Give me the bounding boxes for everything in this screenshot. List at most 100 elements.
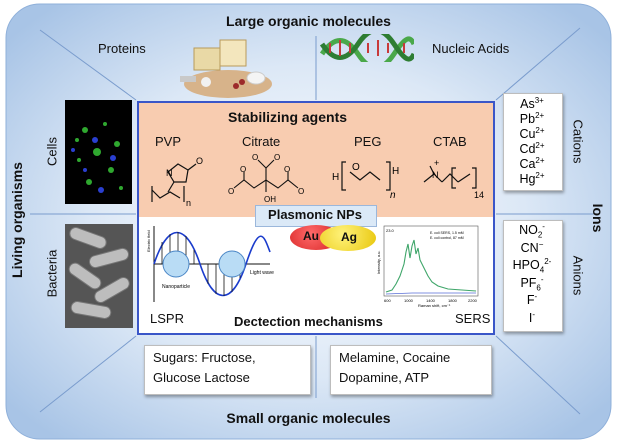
left-header: Living organisms bbox=[9, 162, 25, 278]
stabilizing-agents-panel bbox=[139, 103, 493, 217]
svg-text:O: O bbox=[196, 156, 203, 166]
pvp-structure: N O n bbox=[151, 156, 203, 208]
cations-ion-charge: 2+ bbox=[535, 156, 545, 165]
anions-ion-base: NO bbox=[519, 223, 538, 238]
ctab-structure: + N 14 bbox=[423, 158, 484, 200]
svg-text:O: O bbox=[274, 153, 280, 162]
anions-ion-charge: − bbox=[538, 239, 544, 249]
divider-top-left bbox=[39, 29, 137, 101]
sers-x-tick-0: 600 bbox=[384, 298, 391, 303]
cations-ion-base: Cu bbox=[519, 127, 536, 142]
sers-x-label: Raman shift, cm⁻¹ bbox=[418, 303, 451, 308]
divider-top-right bbox=[495, 27, 581, 101]
anions-ion-charge: - bbox=[532, 309, 536, 319]
anions-ion-subscript: 6 bbox=[536, 283, 541, 293]
divider-bottom-right bbox=[495, 335, 581, 415]
anions-ion-subscript: 4 bbox=[539, 265, 545, 275]
drugs-box bbox=[330, 345, 492, 395]
plasmonic-nps-label: Plasmonic NPs bbox=[268, 207, 362, 222]
anions-ion-2: HPO42- bbox=[503, 257, 561, 275]
cations-ion-charge: 3+ bbox=[534, 96, 544, 105]
anions-box bbox=[503, 220, 563, 332]
sers-x-tick-1: 1000 bbox=[404, 298, 414, 303]
svg-text:O: O bbox=[252, 153, 258, 162]
svg-text:O: O bbox=[228, 187, 234, 196]
anions-ion-charge: - bbox=[534, 292, 538, 301]
ag-label: Ag bbox=[341, 230, 357, 244]
sers-legend-2: E. coli control, 87 mM bbox=[430, 236, 464, 240]
bacteria-label: Bacteria bbox=[44, 249, 60, 298]
cation-list: As3+Pb2+Cu2+Cd2+Ca2+Hg2+ bbox=[503, 96, 561, 190]
svg-text:N: N bbox=[166, 168, 173, 178]
anions-ion-base: I bbox=[528, 310, 533, 325]
drugs-line-1: Melamine, Cocaine bbox=[339, 350, 451, 365]
cells-label: Cells bbox=[44, 137, 60, 166]
anions-label: Anions bbox=[570, 255, 586, 296]
proteins-food-image bbox=[180, 39, 272, 98]
sers-x-tick-2: 1400 bbox=[426, 298, 436, 303]
agent-ctab-label: CTAB bbox=[433, 134, 467, 149]
electric-field-label: Electric field bbox=[146, 230, 151, 252]
svg-text:O: O bbox=[298, 187, 304, 196]
anions-ion-charge: 2- bbox=[544, 257, 552, 266]
sers-y-label: Intensity, a.u. bbox=[376, 251, 381, 275]
cations-ion-base: Ca bbox=[519, 157, 536, 172]
anions-ion-charge: - bbox=[542, 222, 545, 231]
svg-text:+: + bbox=[434, 158, 439, 168]
anions-ion-base: F bbox=[526, 293, 535, 308]
cations-ion-charge: 2+ bbox=[535, 141, 545, 150]
svg-text:OH: OH bbox=[264, 195, 276, 204]
agent-pvp-label: PVP bbox=[155, 134, 182, 149]
anions-ion-charge: - bbox=[540, 274, 544, 284]
divider-bottom-left bbox=[39, 335, 137, 413]
cations-ion-charge: 2+ bbox=[535, 111, 545, 120]
ag-particle bbox=[320, 225, 376, 251]
anions-ion-subscript: 2 bbox=[537, 230, 543, 240]
anions-ion-base: CN bbox=[520, 240, 539, 255]
cations-ion-0: As3+ bbox=[503, 96, 561, 111]
anions-ion-4: F- bbox=[503, 292, 561, 307]
drugs-line-2: Dopamine, ATP bbox=[339, 370, 430, 385]
proteins-label: Proteins bbox=[98, 41, 146, 56]
sugars-box bbox=[144, 345, 311, 395]
cations-ion-base: Cd bbox=[519, 142, 536, 157]
agent-peg-label: PEG bbox=[354, 134, 382, 149]
anion-list: NO2-CN−HPO42-PF6-F-I- bbox=[503, 222, 561, 328]
au-label: Au bbox=[303, 229, 319, 243]
cations-ion-3: Cd2+ bbox=[503, 141, 561, 156]
svg-text:N: N bbox=[432, 170, 439, 180]
lspr-label: LSPR bbox=[150, 311, 184, 326]
anions-ion-3: PF6- bbox=[503, 275, 561, 293]
sers-label: SERS bbox=[455, 311, 491, 326]
anions-ion-0: NO2- bbox=[503, 222, 561, 240]
sugars-line-2: Glucose Lactose bbox=[153, 370, 250, 385]
cations-box bbox=[503, 93, 563, 191]
dna-helix-image bbox=[320, 34, 414, 62]
cations-ion-5: Hg2+ bbox=[503, 171, 561, 186]
sers-y-top: 23.0 bbox=[386, 228, 395, 233]
sers-x-tick-3: 1800 bbox=[448, 298, 458, 303]
bacteria-microscopy-image bbox=[65, 224, 133, 328]
sers-legend-1: E. coli SERS, 1.5 mM bbox=[430, 231, 464, 235]
agent-citrate-label: Citrate bbox=[242, 134, 281, 149]
pvp-subscript: n bbox=[186, 198, 191, 208]
svg-text:O: O bbox=[352, 162, 360, 173]
stabilizing-agents-title: Stabilizing agents bbox=[228, 109, 348, 125]
svg-text:H: H bbox=[392, 166, 399, 177]
right-header: Ions bbox=[590, 203, 606, 233]
cations-ion-charge: 2+ bbox=[535, 126, 545, 135]
lspr-illustration: Electric field Nanoparticle Light wave bbox=[146, 226, 274, 302]
cations-ion-charge: 2+ bbox=[535, 171, 545, 180]
cations-ion-1: Pb2+ bbox=[503, 111, 561, 126]
nanoparticle-label: Nanoparticle bbox=[162, 284, 190, 290]
bottom-header: Small organic molecules bbox=[226, 410, 391, 426]
sers-x-tick-4: 2200 bbox=[468, 298, 478, 303]
svg-text:O: O bbox=[284, 165, 290, 174]
ctab-subscript: 14 bbox=[474, 190, 484, 200]
cations-ion-4: Ca2+ bbox=[503, 156, 561, 171]
cations-label: Cations bbox=[570, 119, 586, 164]
cations-ion-base: Hg bbox=[519, 172, 536, 187]
